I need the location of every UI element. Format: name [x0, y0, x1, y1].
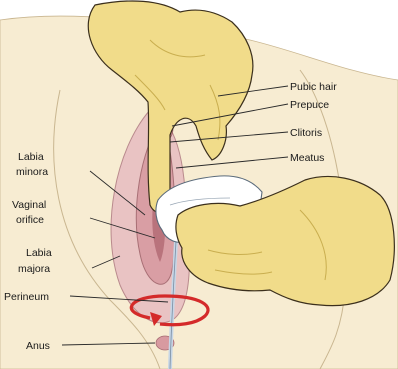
label-perineum: Perineum — [4, 291, 49, 303]
label-vaginal-orifice-line2: orifice — [16, 214, 44, 226]
label-pubic-hair: Pubic hair — [290, 81, 337, 93]
label-labia-majora-line1: Labia — [26, 247, 52, 259]
label-labia-minora-line2: minora — [16, 166, 48, 178]
label-vaginal-orifice-line1: Vaginal — [12, 199, 46, 211]
label-meatus: Meatus — [290, 152, 324, 164]
label-prepuce: Prepuce — [290, 99, 329, 111]
label-anus: Anus — [26, 340, 50, 352]
label-labia-minora-line1: Labia — [18, 151, 44, 163]
label-clitoris: Clitoris — [290, 127, 322, 139]
label-labia-majora-line2: majora — [18, 263, 50, 275]
